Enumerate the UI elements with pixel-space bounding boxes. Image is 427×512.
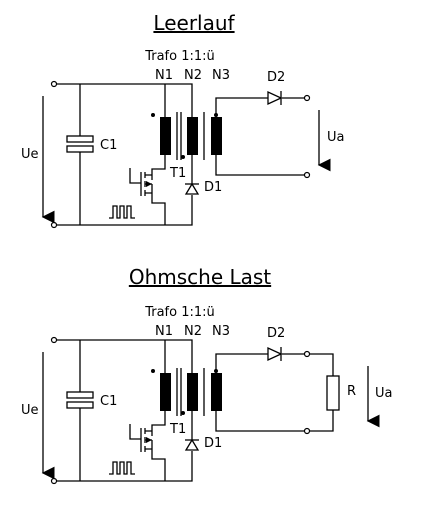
n3-return-wire [215, 155, 305, 176]
gate-pulse-icon [109, 205, 135, 219]
winding-n1 [160, 373, 171, 411]
winding-label-n2: N2 [184, 68, 202, 83]
diode-d1-label: D1 [204, 180, 222, 195]
winding-n2 [187, 373, 198, 411]
output-terminal-bottom [303, 171, 311, 179]
n3-output-wire [215, 353, 305, 373]
output-voltage-label: Ua [327, 130, 344, 145]
circuit-title: Ohmsche Last [129, 265, 271, 289]
n3-output-wire [215, 97, 305, 117]
load-resistor [326, 375, 340, 411]
diode-d2 [267, 90, 283, 106]
input-terminal-top [50, 336, 58, 344]
transistor-t1 [129, 168, 166, 225]
load-wire [309, 353, 334, 432]
top-rail [56, 83, 193, 117]
winding-label-n3: N3 [212, 324, 230, 339]
polarity-dot [151, 113, 155, 117]
diode-d2-label: D2 [267, 70, 285, 85]
output-terminal-top [303, 350, 311, 358]
load-resistor-label: R [347, 384, 356, 399]
output-terminal-bottom [303, 427, 311, 435]
capacitor-label: C1 [100, 138, 117, 153]
input-terminal-top [50, 80, 58, 88]
diode-d1-label: D1 [204, 436, 222, 451]
winding-label-n1: N1 [155, 324, 173, 339]
polarity-dot [151, 369, 155, 373]
capacitor-label: C1 [100, 394, 117, 409]
winding-n3 [211, 373, 222, 411]
input-voltage-label: Ue [21, 147, 39, 162]
capacitor-symbol [66, 135, 94, 143]
winding-label-n2: N2 [184, 324, 202, 339]
circuit-title: Leerlauf [153, 11, 235, 35]
output-voltage-label: Ua [375, 386, 392, 401]
transistor-label: T1 [169, 166, 186, 181]
input-terminal-bottom [50, 221, 58, 229]
capacitor-symbol [66, 391, 94, 399]
transistor-label: T1 [169, 422, 186, 437]
winding-n1 [160, 117, 171, 155]
transistor-t1 [129, 424, 166, 481]
diode-d1 [184, 411, 200, 451]
output-terminal-top [303, 94, 311, 102]
trafo-label: Trafo 1:1:ü [144, 49, 215, 64]
bottom-rail [56, 195, 193, 226]
winding-n2 [187, 117, 198, 155]
diode-d2 [267, 346, 283, 362]
circuit-leerlauf: Leerlauf Trafo 1:1:ü N1 N2 N3 Ue C1 [21, 11, 344, 229]
input-terminal-bottom [50, 477, 58, 485]
diode-d1 [184, 155, 200, 195]
input-voltage-label: Ue [21, 403, 39, 418]
winding-label-n3: N3 [212, 68, 230, 83]
n1-to-transistor-wire [151, 155, 166, 180]
bottom-rail [56, 451, 193, 482]
winding-n3 [211, 117, 222, 155]
circuit-ohmsche-last: Ohmsche Last Trafo 1:1:ü N1 N2 N3 Ue C1 [21, 265, 392, 485]
top-rail [56, 339, 193, 373]
diode-d2-label: D2 [267, 326, 285, 341]
gate-pulse-icon [109, 461, 135, 475]
trafo-label: Trafo 1:1:ü [144, 305, 215, 320]
winding-label-n1: N1 [155, 68, 173, 83]
n3-return-wire [215, 411, 305, 432]
n1-to-transistor-wire [151, 411, 166, 436]
